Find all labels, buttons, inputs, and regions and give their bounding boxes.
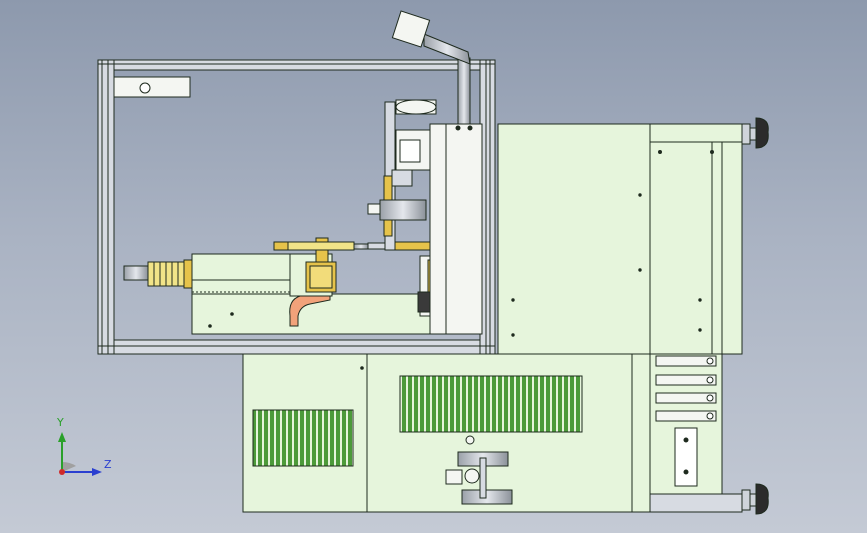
flex-hose bbox=[289, 293, 331, 327]
air-filter-regulator bbox=[445, 435, 513, 505]
leveling-foot-top bbox=[741, 117, 769, 149]
y-axis-label: Y bbox=[56, 416, 64, 429]
upper-right-cabinet bbox=[497, 123, 651, 355]
push-rod bbox=[273, 241, 433, 251]
spindle-motor bbox=[123, 253, 291, 295]
work-lamp bbox=[391, 10, 471, 125]
clamp-assembly bbox=[289, 237, 337, 297]
switch-box bbox=[113, 76, 191, 98]
z-axis-label: Z bbox=[104, 458, 112, 471]
lower-cabinet-right bbox=[631, 353, 651, 513]
mounting-plate bbox=[429, 123, 483, 335]
leveling-foot-bottom bbox=[741, 483, 769, 515]
axis-triad: Y Z bbox=[56, 416, 112, 476]
right-side-frame bbox=[649, 123, 743, 355]
